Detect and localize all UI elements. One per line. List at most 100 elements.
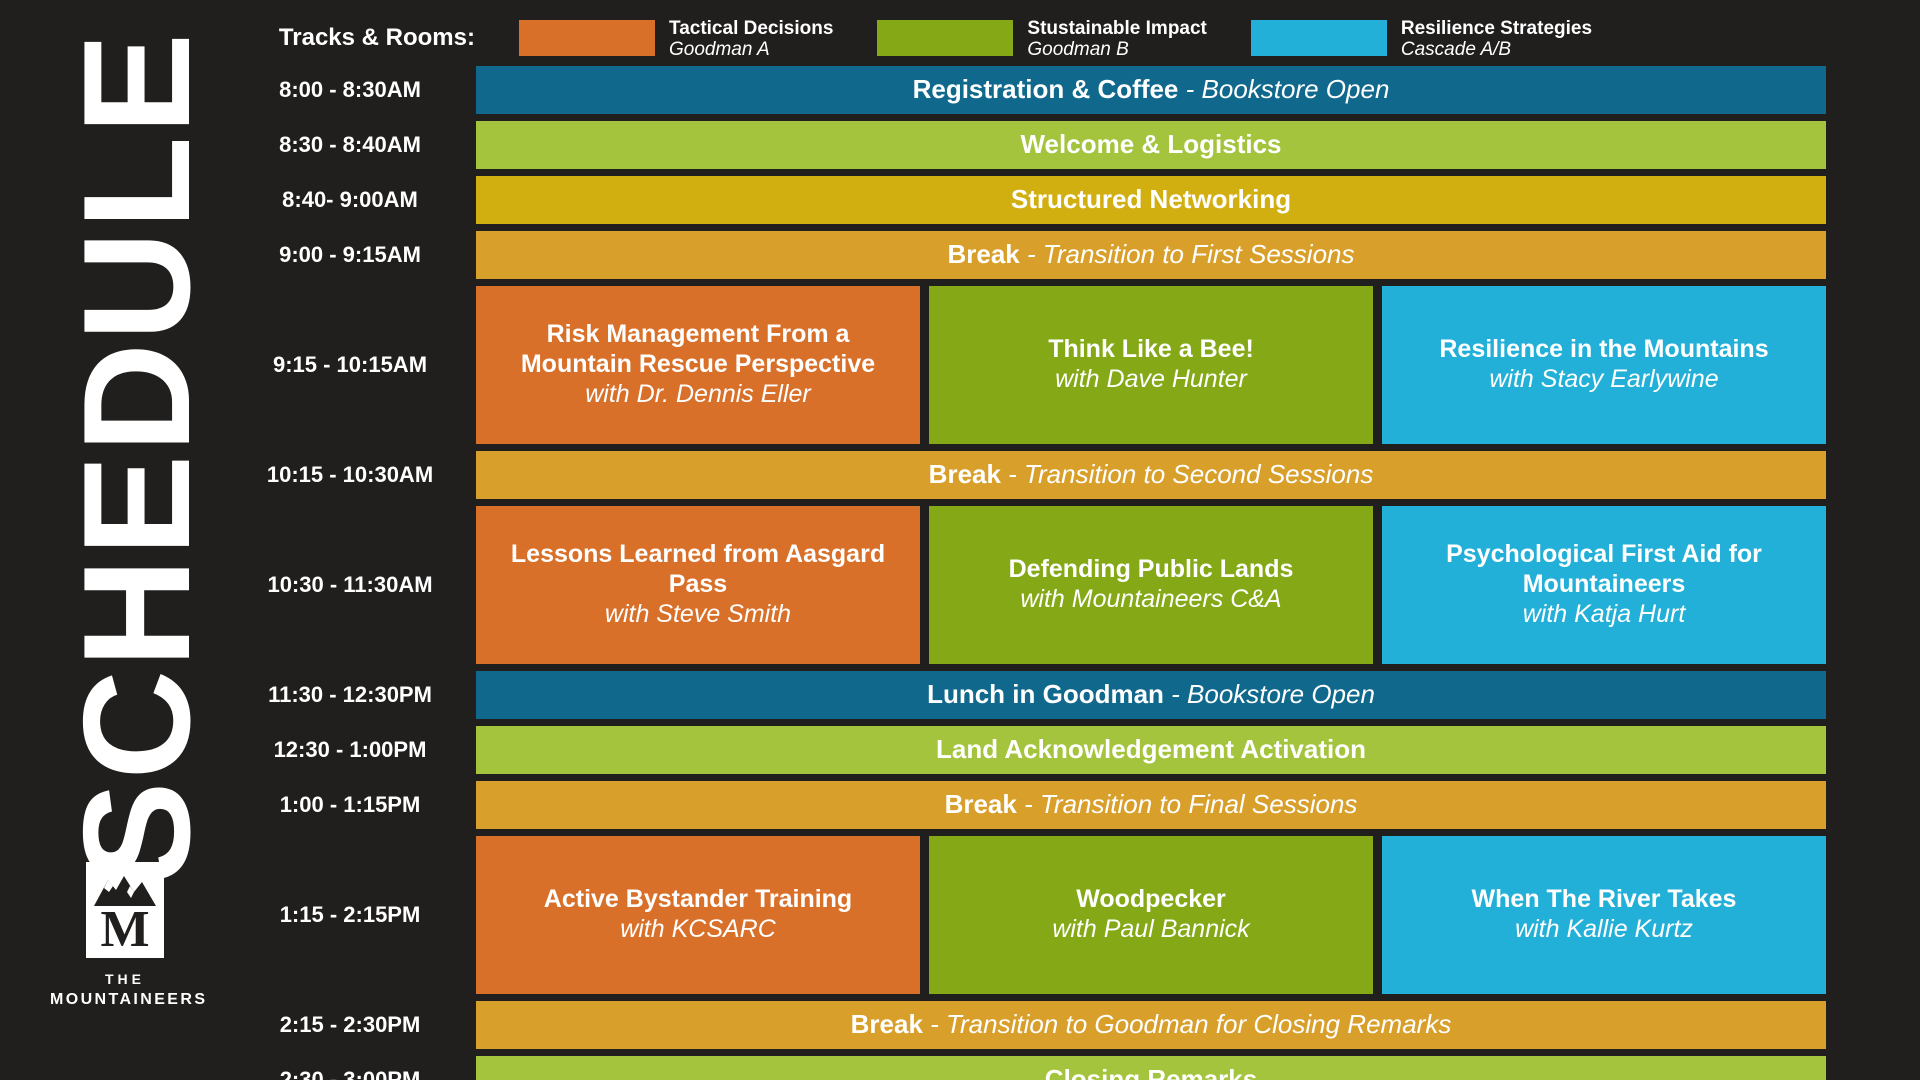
session-title: Think Like a Bee! <box>1048 335 1254 364</box>
brand-line-1: THE <box>105 971 145 987</box>
session-speaker: with Katja Hurt <box>1522 600 1686 629</box>
session-title: Resilience in the Mountains <box>1439 335 1769 364</box>
block-label: Break - Transition to Goodman for Closin… <box>851 1009 1452 1040</box>
session-title: Risk Management From a Mountain Rescue P… <box>520 320 876 379</box>
row-bars: Risk Management From a Mountain Rescue P… <box>476 286 1826 444</box>
legend-color-swatch <box>877 20 1014 56</box>
session-speaker: with Kallie Kurtz <box>1515 915 1693 944</box>
block-label: Closing Remarks <box>1045 1064 1257 1080</box>
row-bars: Lunch in Goodman - Bookstore Open <box>476 671 1826 719</box>
schedule-row: 9:00 - 9:15AM Break - Transition to First… <box>230 231 1826 279</box>
schedule-block-full[interactable]: Break - Transition to Final Sessions <box>476 781 1826 829</box>
block-subtitle: - Transition to Goodman for Closing Rema… <box>922 1009 1452 1040</box>
schedule-grid: 8:00 - 8:30AM Registration & Coffee - Boo… <box>230 66 1826 1080</box>
session-block[interactable]: Risk Management From a Mountain Rescue P… <box>476 286 920 444</box>
block-label: Lunch in Goodman - Bookstore Open <box>927 679 1375 710</box>
row-bars: Break - Transition to Goodman for Closin… <box>476 1001 1826 1049</box>
time-label: 9:00 - 9:15AM <box>279 242 421 267</box>
block-label: Break - Transition to Final Sessions <box>945 789 1358 820</box>
time-label: 8:00 - 8:30AM <box>279 77 421 102</box>
block-label: Welcome & Logistics <box>1020 129 1281 160</box>
schedule-block-full[interactable]: Welcome & Logistics <box>476 121 1826 169</box>
schedule-row: 8:30 - 8:40AM Welcome & Logistics <box>230 121 1826 169</box>
schedule-block-full[interactable]: Break - Transition to Goodman for Closin… <box>476 1001 1826 1049</box>
time-label: 1:00 - 1:15PM <box>279 792 421 817</box>
row-bars: Break - Transition to Second Sessions <box>476 451 1826 499</box>
schedule-block-full[interactable]: Break - Transition to Second Sessions <box>476 451 1826 499</box>
block-subtitle: - Transition to First Sessions <box>1019 239 1355 270</box>
session-title: Active Bystander Training <box>543 885 853 914</box>
session-speaker: with Stacy Earlywine <box>1489 365 1719 394</box>
session-title: Woodpecker <box>1076 885 1226 914</box>
time-label: 8:30 - 8:40AM <box>279 132 421 157</box>
block-label: Registration & Coffee - Bookstore Open <box>913 74 1390 105</box>
block-title: Break <box>947 239 1020 270</box>
session-block[interactable]: Think Like a Bee!with Dave Hunter <box>929 286 1373 444</box>
schedule-block-full[interactable]: Registration & Coffee - Bookstore Open <box>476 66 1826 114</box>
row-bars: Registration & Coffee - Bookstore Open <box>476 66 1826 114</box>
time-label: 10:15 - 10:30AM <box>266 462 434 487</box>
row-bars: Land Acknowledgement Activation <box>476 726 1826 774</box>
block-title: Welcome & Logistics <box>1020 129 1282 160</box>
block-title: Break <box>850 1009 923 1040</box>
block-title: Land Acknowledgement Activation <box>935 734 1366 765</box>
time-label: 12:30 - 1:00PM <box>273 737 427 762</box>
time-label: 1:15 - 2:15PM <box>279 902 421 927</box>
block-label: Land Acknowledgement Activation <box>936 734 1366 765</box>
session-title: Psychological First Aid for Mountaineers <box>1446 540 1762 599</box>
schedule-block-full[interactable]: Structured Networking <box>476 176 1826 224</box>
block-title: Break <box>928 459 1001 490</box>
session-title: Defending Public Lands <box>1008 555 1294 584</box>
schedule-block-full[interactable]: Closing Remarks <box>476 1056 1826 1080</box>
legend-track-name: Stustainable Impact <box>1027 18 1207 39</box>
row-bars: Welcome & Logistics <box>476 121 1826 169</box>
schedule-row: 2:30 - 3:00PM Closing Remarks <box>230 1056 1826 1080</box>
block-title: Structured Networking <box>1010 184 1292 215</box>
mountain-m-logo-icon: M <box>86 862 164 958</box>
schedule-row: 8:00 - 8:30AM Registration & Coffee - Boo… <box>230 66 1826 114</box>
time-label: 2:15 - 2:30PM <box>279 1012 421 1037</box>
block-title: Registration & Coffee <box>912 74 1179 105</box>
session-block[interactable]: Psychological First Aid for Mountaineers… <box>1382 506 1826 664</box>
schedule-block-full[interactable]: Break - Transition to First Sessions <box>476 231 1826 279</box>
session-speaker: with Dave Hunter <box>1055 365 1247 394</box>
page-title: SCHEDULE <box>52 30 222 883</box>
schedule-block-full[interactable]: Lunch in Goodman - Bookstore Open <box>476 671 1826 719</box>
legend-room-name: Goodman A <box>669 39 770 61</box>
block-subtitle: - Bookstore Open <box>1163 679 1375 710</box>
legend-title: Tracks & Rooms: <box>278 24 475 51</box>
schedule-row: 1:00 - 1:15PM Break - Transition to Final… <box>230 781 1826 829</box>
legend-room-name: Goodman B <box>1027 39 1129 61</box>
time-label: 2:30 - 3:00PM <box>279 1067 421 1080</box>
svg-text:M: M <box>100 901 149 958</box>
session-speaker: with Steve Smith <box>604 600 792 629</box>
legend-track-name: Tactical Decisions <box>669 18 834 39</box>
time-label: 10:30 - 11:30AM <box>267 572 433 597</box>
left-rail: SCHEDULE M THE MOUNTAINEERS <box>0 0 230 1080</box>
session-title: Lessons Learned from Aasgard Pass <box>510 540 886 599</box>
schedule-row: 10:15 - 10:30AM Break - Transition to Sec… <box>230 451 1826 499</box>
block-label: Structured Networking <box>1011 184 1291 215</box>
brand-logo: M THE MOUNTAINEERS <box>50 862 205 1010</box>
block-title: Closing Remarks <box>1044 1064 1258 1080</box>
schedule-row: 2:15 - 2:30PM Break - Transition to Goodm… <box>230 1001 1826 1049</box>
schedule-block-full[interactable]: Land Acknowledgement Activation <box>476 726 1826 774</box>
